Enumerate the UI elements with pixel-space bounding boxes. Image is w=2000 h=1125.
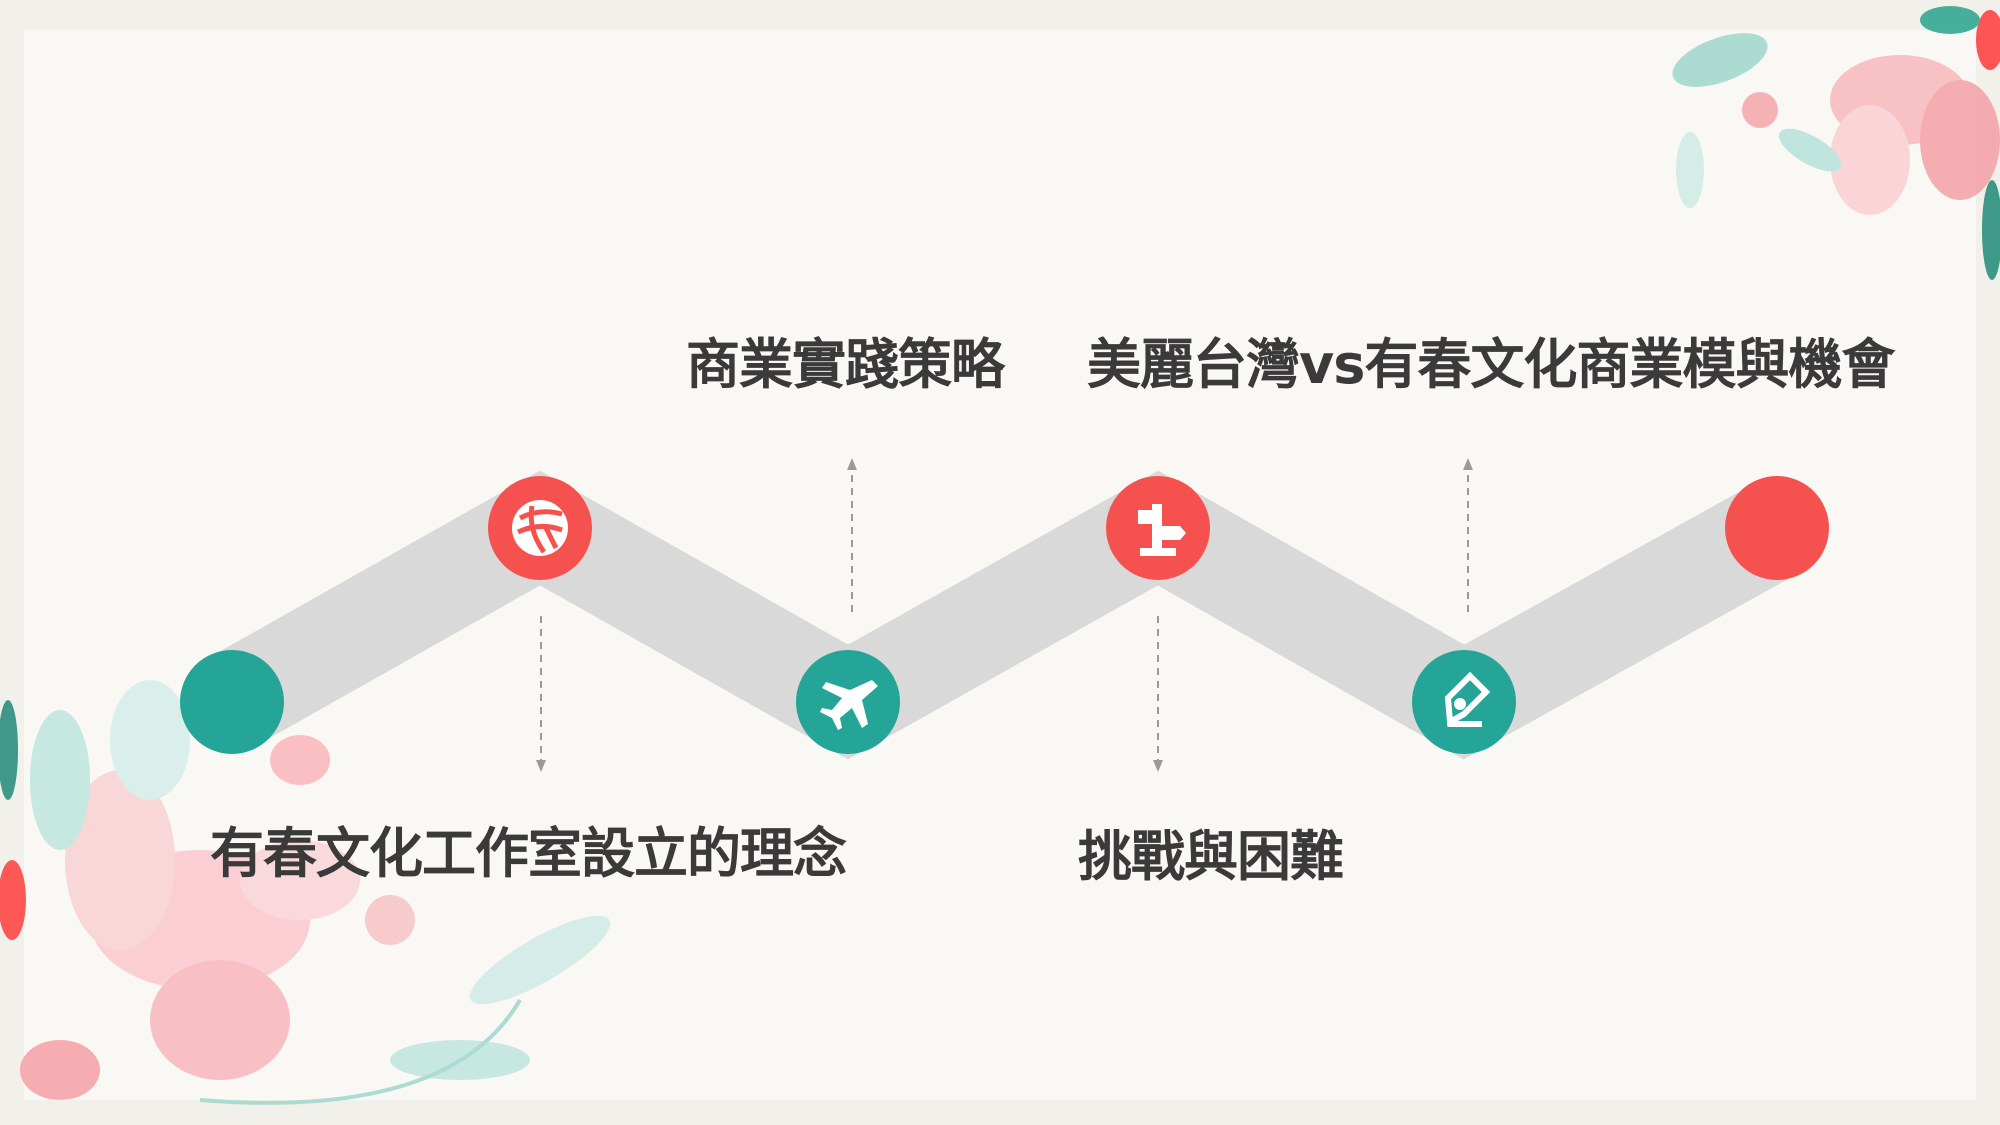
- arrow-head: [847, 458, 857, 470]
- label-challenges: 挑戰與困難: [1078, 825, 1344, 888]
- arrow-head: [1153, 760, 1163, 772]
- arrow-head: [1463, 458, 1473, 470]
- pen-nib-icon: [1444, 671, 1491, 727]
- label-opportunity: 美麗台灣vs有春文化商業模與機會: [1087, 333, 1895, 396]
- timeline-band: [207, 470, 1802, 760]
- step-node-6: [1725, 476, 1829, 580]
- step-node-4: [1106, 476, 1210, 580]
- signpost-icon: [1138, 504, 1186, 556]
- label-strategy: 商業實踐策略: [686, 333, 1005, 396]
- connector-arrows: [536, 458, 1473, 772]
- arrow-head: [536, 760, 546, 772]
- airplane-icon: [820, 680, 878, 730]
- label-concept: 有春文化工作室設立的理念: [210, 822, 847, 885]
- step-node-1: [180, 650, 284, 754]
- flower-decoration-bottom-left: [0, 680, 611, 1105]
- basketball-icon: [512, 500, 568, 556]
- step-node-3: [796, 650, 900, 754]
- step-node-2: [488, 476, 592, 580]
- step-node-5: [1412, 650, 1516, 754]
- flower-decoration-top-right: [1672, 6, 2000, 280]
